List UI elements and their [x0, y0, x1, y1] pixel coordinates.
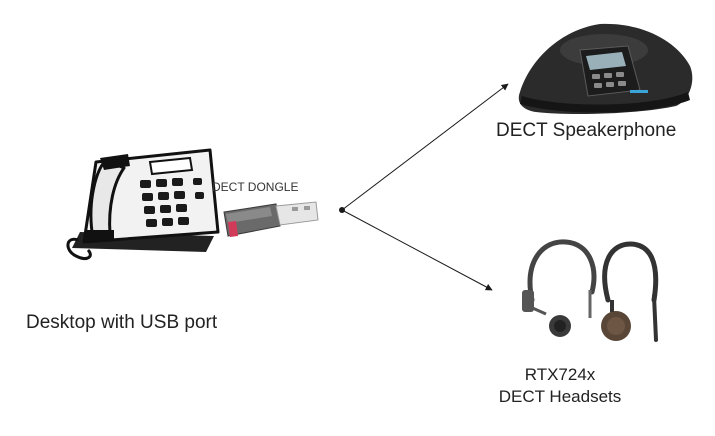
conference-speakerphone-icon: [518, 23, 693, 114]
headsets-model-label: RTX724x: [524, 365, 596, 384]
speakerphone-label: DECT Speakerphone: [496, 120, 677, 141]
arrow-to-speakerphone: [341, 83, 509, 211]
usb-dongle-icon: [223, 201, 319, 237]
arrow-origin-dot: [339, 207, 345, 213]
desktop-label: Desktop with USB port: [26, 312, 218, 333]
connection-arrows: [339, 83, 509, 291]
headset-icon: [522, 239, 659, 342]
arrow-to-headsets: [341, 209, 493, 291]
desk-phone-icon: [66, 148, 220, 260]
dongle-label: DECT DONGLE: [212, 180, 299, 194]
headsets-label: RTX724x DECT Headsets: [490, 364, 630, 408]
headsets-type-label: DECT Headsets: [498, 387, 622, 406]
